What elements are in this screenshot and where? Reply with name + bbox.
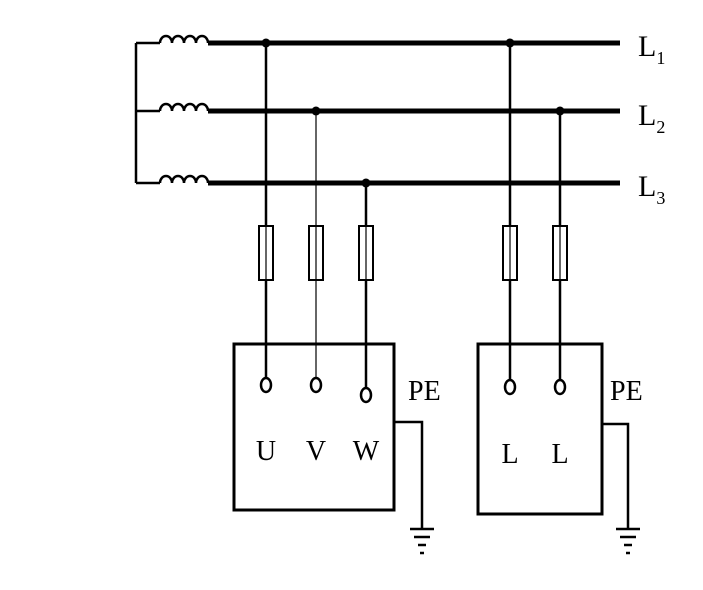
terminal-l-a xyxy=(503,378,517,396)
terminal-label-v: V xyxy=(306,436,326,467)
pe-wire xyxy=(602,422,630,528)
pe-wire xyxy=(394,420,424,528)
bus-label-l2: L2 xyxy=(638,99,665,137)
terminal-u xyxy=(259,376,273,394)
terminal-label-l-a: L xyxy=(501,439,518,470)
ground-icon xyxy=(410,527,434,555)
terminal-label-u: U xyxy=(256,436,276,467)
terminal-label-w: W xyxy=(353,436,380,467)
fuse-icon xyxy=(552,225,568,281)
single-phase-load-box xyxy=(476,342,604,516)
bus-label-l3: L3 xyxy=(638,170,665,208)
fuse-icon xyxy=(258,225,274,281)
pe-label: PE xyxy=(408,376,441,407)
fuse-icon xyxy=(308,225,324,281)
terminal-v xyxy=(309,376,323,394)
bus-label-l1: L1 xyxy=(638,30,665,68)
three-phase-load-box xyxy=(232,342,396,512)
coil-l1-icon xyxy=(158,34,210,44)
supply-stubs xyxy=(136,41,160,185)
terminal-w xyxy=(359,386,373,404)
fuse-icon xyxy=(502,225,518,281)
pe-label: PE xyxy=(610,376,643,407)
fuse-icon xyxy=(358,225,374,281)
terminal-l-b xyxy=(553,378,567,396)
ground-icon xyxy=(616,527,640,555)
terminal-label-l-b: L xyxy=(551,439,568,470)
coil-l3-icon xyxy=(158,174,210,184)
coil-l2-icon xyxy=(158,102,210,112)
